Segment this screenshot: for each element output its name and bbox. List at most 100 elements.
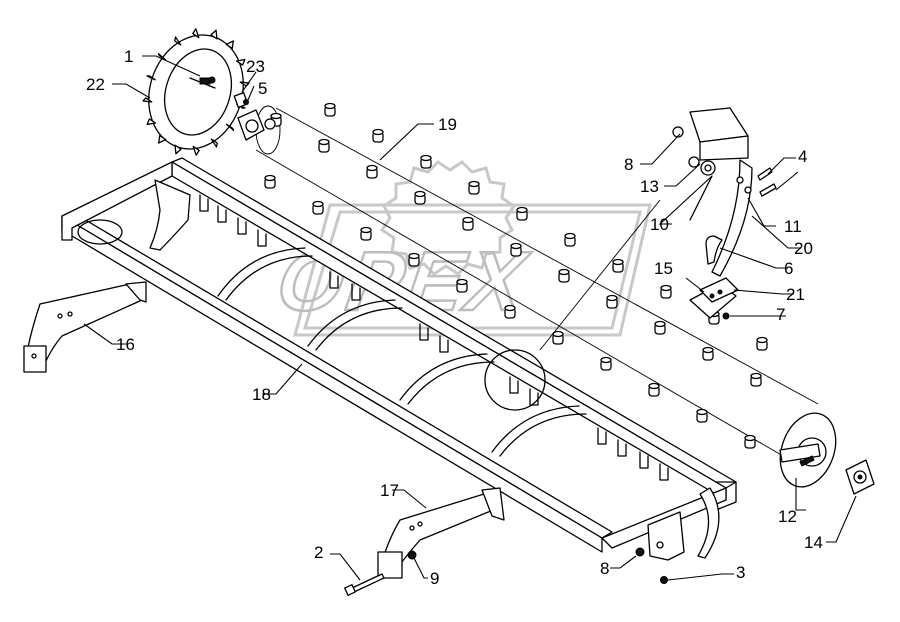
frame-arc-3 (399, 353, 488, 401)
roller-stud (552, 330, 564, 345)
roller-stud (264, 174, 276, 189)
roller-top-edge (275, 107, 819, 405)
tine-mounts (199, 194, 669, 481)
scraper-arm-10 (689, 175, 713, 221)
frame-left-bracket (149, 179, 191, 251)
wheel-inner (164, 48, 232, 136)
frame-arc-2 (307, 299, 396, 347)
callout-5: 5 (258, 79, 267, 98)
roller-stud (462, 216, 474, 231)
callout-19: 19 (438, 115, 457, 134)
callout-13: 13 (640, 177, 659, 196)
wheel-lug (146, 75, 156, 81)
wheel-lug (210, 29, 218, 40)
callout-17: 17 (380, 481, 399, 500)
callout-21: 21 (786, 285, 805, 304)
roller-drum (255, 102, 819, 461)
callout-22: 22 (86, 75, 105, 94)
roller-stud (660, 284, 672, 299)
frame-right-plate (647, 511, 685, 561)
wheel-lug (192, 145, 200, 156)
roller-stud (468, 180, 480, 195)
wheel-lug (225, 123, 235, 132)
roller-bottom-edge (255, 149, 791, 461)
callout-labels: 1 2 3 4 5 6 7 8 8 9 10 11 12 13 14 15 16… (86, 47, 823, 588)
roller-studs (264, 102, 768, 449)
callout-16: 16 (116, 335, 135, 354)
roller-stud (750, 372, 762, 387)
bracket-17 (377, 487, 505, 579)
roller-stud (600, 356, 612, 371)
roller-stud (372, 128, 384, 143)
roller-stud (648, 382, 660, 397)
callout-1: 1 (124, 47, 133, 66)
bolt-2 (344, 573, 385, 596)
frame-arc-4 (491, 405, 580, 453)
scraper-assembly (539, 107, 777, 351)
callout-18: 18 (252, 385, 271, 404)
callout-20: 20 (794, 239, 813, 258)
wheel-lug (235, 58, 246, 66)
callout-10: 10 (650, 215, 669, 234)
callout-8-lower: 8 (600, 559, 609, 578)
roller-stud (756, 336, 768, 351)
roller-stud (312, 200, 324, 215)
callout-11: 11 (784, 217, 802, 236)
leader-lines (83, 55, 857, 581)
wheel-lug (157, 52, 167, 61)
roller-stud (612, 258, 624, 273)
watermark-gear-icon (379, 160, 517, 276)
roller-stud (654, 320, 666, 335)
ubolt-6 (705, 235, 723, 265)
roller-stud (324, 102, 336, 117)
roller-stud (696, 408, 708, 423)
wheel-lug (142, 97, 153, 103)
roller-stud (558, 268, 570, 283)
wheel-lug (225, 40, 234, 50)
callout-3: 3 (736, 563, 745, 582)
callout-8-upper: 8 (624, 155, 633, 174)
bearing-flange-14 (845, 459, 875, 495)
wheel-lug (174, 144, 182, 155)
wheel-assembly (142, 28, 250, 156)
nut-9 (407, 550, 417, 560)
detail-circle (484, 349, 546, 411)
callout-2: 2 (314, 543, 323, 562)
roller-stud (702, 346, 714, 361)
callout-15: 15 (654, 259, 673, 278)
nut-8-lower (635, 547, 645, 557)
callout-14: 14 (804, 533, 823, 552)
roller-stud (510, 242, 522, 257)
roller-stud (414, 190, 426, 205)
roller-stud (366, 164, 378, 179)
main-frame (61, 157, 737, 561)
bracket-16 (23, 281, 147, 373)
roller-stud (408, 252, 420, 267)
callout-4: 4 (798, 147, 807, 166)
callout-9: 9 (430, 569, 439, 588)
frame-arc-1 (217, 247, 306, 297)
callout-23: 23 (246, 57, 265, 76)
roller-stud (360, 226, 372, 241)
nut-3 (660, 576, 668, 584)
wheel-lug (158, 134, 167, 144)
roller-stud (456, 278, 468, 293)
roller-stud (420, 154, 432, 169)
roller-stud (318, 138, 330, 153)
watermark-frame-inner (302, 210, 642, 330)
scraper-arm-20 (711, 159, 753, 277)
wheel-lug (146, 118, 157, 126)
frame-left-end (61, 161, 173, 241)
roller-stud (564, 232, 576, 247)
wheel-lug (192, 28, 200, 39)
frame-right-tine (697, 487, 720, 559)
callout-7: 7 (776, 305, 785, 324)
roller-stud (744, 434, 756, 449)
wheel-lugs (142, 28, 250, 156)
roller-stud (606, 294, 618, 309)
roller-stud (504, 304, 516, 319)
wheel-lug (174, 36, 182, 46)
end-disc-12 (779, 412, 837, 488)
roller-stud (516, 206, 528, 221)
